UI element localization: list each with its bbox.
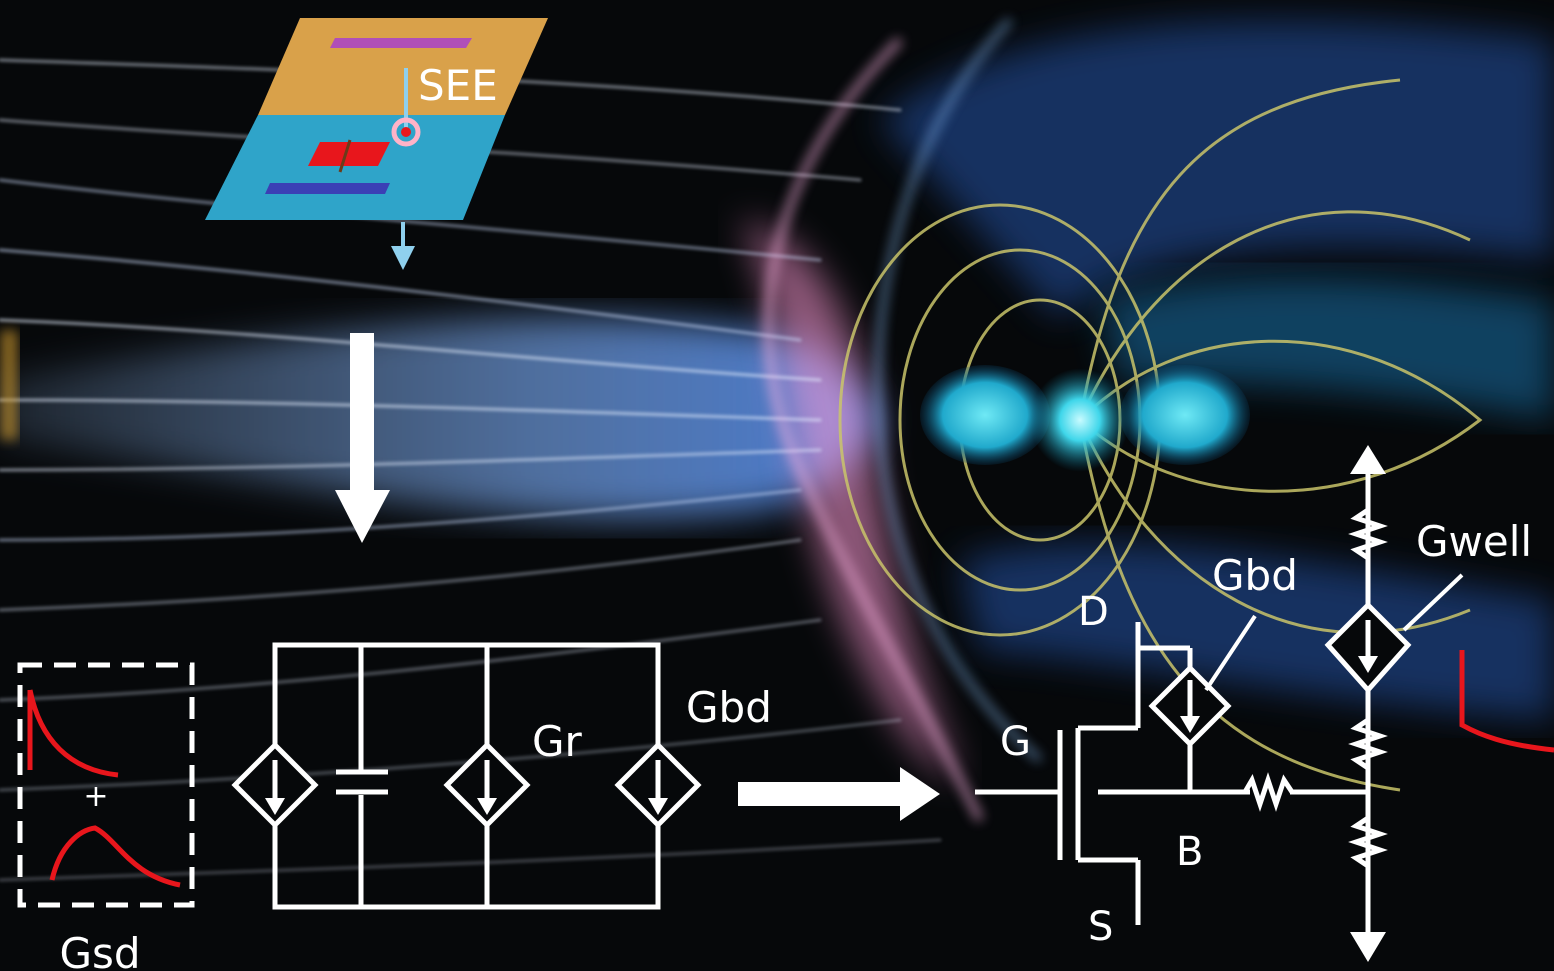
rise-pulse-icon bbox=[49, 825, 181, 888]
up-arrow-icon bbox=[1350, 445, 1386, 474]
see-label: SEE bbox=[418, 61, 498, 110]
resistor-top-icon bbox=[1348, 507, 1388, 561]
magnetosphere-core bbox=[920, 365, 1250, 472]
current-source-body-icon bbox=[1148, 614, 1257, 748]
gbd-transistor-label: Gbd bbox=[1212, 551, 1298, 600]
gbd-circuit-label: Gbd bbox=[686, 683, 772, 732]
right-arrow-icon bbox=[738, 767, 940, 821]
plus-label: + bbox=[83, 779, 108, 814]
gwell-label: Gwell bbox=[1416, 517, 1532, 566]
current-source-1-icon bbox=[231, 741, 319, 829]
capacitor-icon bbox=[336, 769, 388, 795]
current-source-gr-icon bbox=[443, 741, 531, 829]
resistor-mid-icon bbox=[1348, 717, 1388, 771]
gate-label: G bbox=[1000, 719, 1031, 765]
drain-label: D bbox=[1078, 589, 1109, 635]
source-label: S bbox=[1088, 904, 1113, 950]
current-source-gwell-icon bbox=[1324, 573, 1464, 694]
bow-shock bbox=[764, 37, 984, 822]
gsd-box bbox=[17, 662, 195, 908]
current-source-gbd-icon bbox=[614, 741, 702, 829]
mosfet-icon bbox=[975, 470, 1371, 940]
chip-icon bbox=[205, 18, 548, 270]
resistor-bottom-icon bbox=[1348, 815, 1388, 869]
down-terminal-arrow-icon bbox=[1350, 932, 1386, 962]
resistor-body-icon bbox=[1242, 772, 1295, 812]
decay-pulse-right-icon bbox=[1459, 650, 1554, 753]
gr-label: Gr bbox=[532, 717, 583, 766]
gsd-label: Gsd bbox=[59, 929, 140, 971]
decay-pulse-icon bbox=[27, 689, 119, 778]
down-arrow-icon bbox=[335, 333, 390, 543]
body-label: B bbox=[1176, 829, 1203, 875]
